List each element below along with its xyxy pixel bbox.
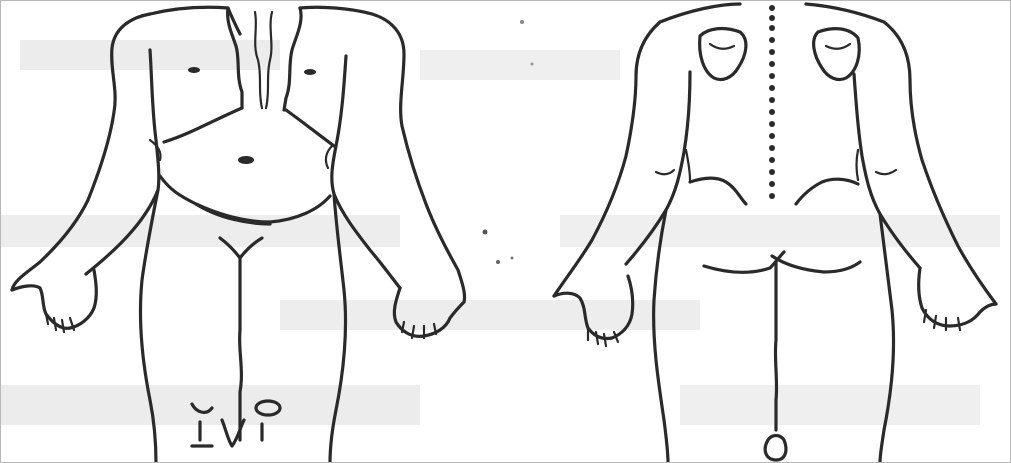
image-border bbox=[0, 0, 1011, 463]
body-chart-scan bbox=[0, 0, 1011, 463]
